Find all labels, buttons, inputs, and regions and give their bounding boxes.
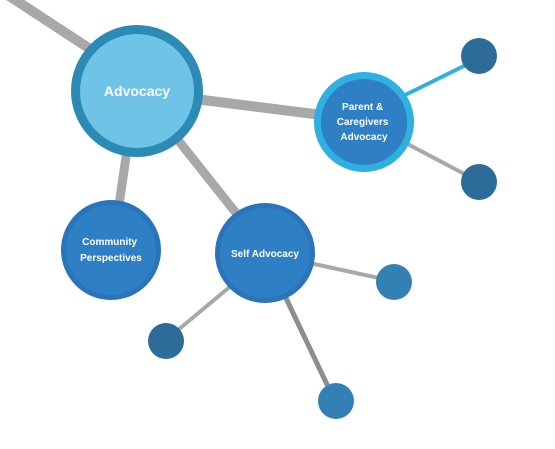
node-advocacy[interactable]: Advocacy xyxy=(71,25,203,157)
leaf-node-parent-bottom[interactable] xyxy=(461,164,497,200)
node-self-advocacy[interactable]: Self Advocacy xyxy=(215,203,315,303)
connector-advocacy-self xyxy=(173,135,245,223)
connector-parent-leaf-bottom xyxy=(398,138,474,180)
connector-self-leaf-left xyxy=(170,283,234,337)
connectors xyxy=(6,0,474,398)
node-parent-line-1: Parent & xyxy=(342,102,383,113)
node-community-line-1: Community xyxy=(82,237,137,248)
node-parent-core xyxy=(321,79,407,165)
node-community-label: Community Perspectives xyxy=(80,237,142,264)
connector-advocacy-parent xyxy=(190,94,335,121)
connector-self-leaf-bottom xyxy=(282,293,335,398)
leaf-node-self-bottom[interactable] xyxy=(318,383,354,419)
connector-self-leaf-right xyxy=(303,260,390,282)
node-parent-caregivers-advocacy[interactable]: Parent & Caregivers Advocacy xyxy=(314,72,414,172)
leaf-node-self-left[interactable] xyxy=(148,323,184,359)
node-self-core xyxy=(220,208,310,298)
node-community-core xyxy=(66,205,156,295)
node-community-line-2: Perspectives xyxy=(80,253,142,264)
leaf-node-self-right[interactable] xyxy=(376,264,412,300)
node-community-perspectives[interactable]: Community Perspectives xyxy=(61,200,161,300)
node-parent-line-3: Advocacy xyxy=(340,132,388,143)
node-parent-line-2: Caregivers xyxy=(337,117,389,128)
node-parent-label: Parent & Caregivers Advocacy xyxy=(337,102,391,143)
leaf-node-parent-top[interactable] xyxy=(461,38,497,74)
connector-parent-leaf-top xyxy=(393,60,474,102)
node-advocacy-label: Advocacy xyxy=(104,83,170,99)
node-self-label: Self Advocacy xyxy=(231,249,299,260)
node-advocacy-core xyxy=(80,34,194,148)
